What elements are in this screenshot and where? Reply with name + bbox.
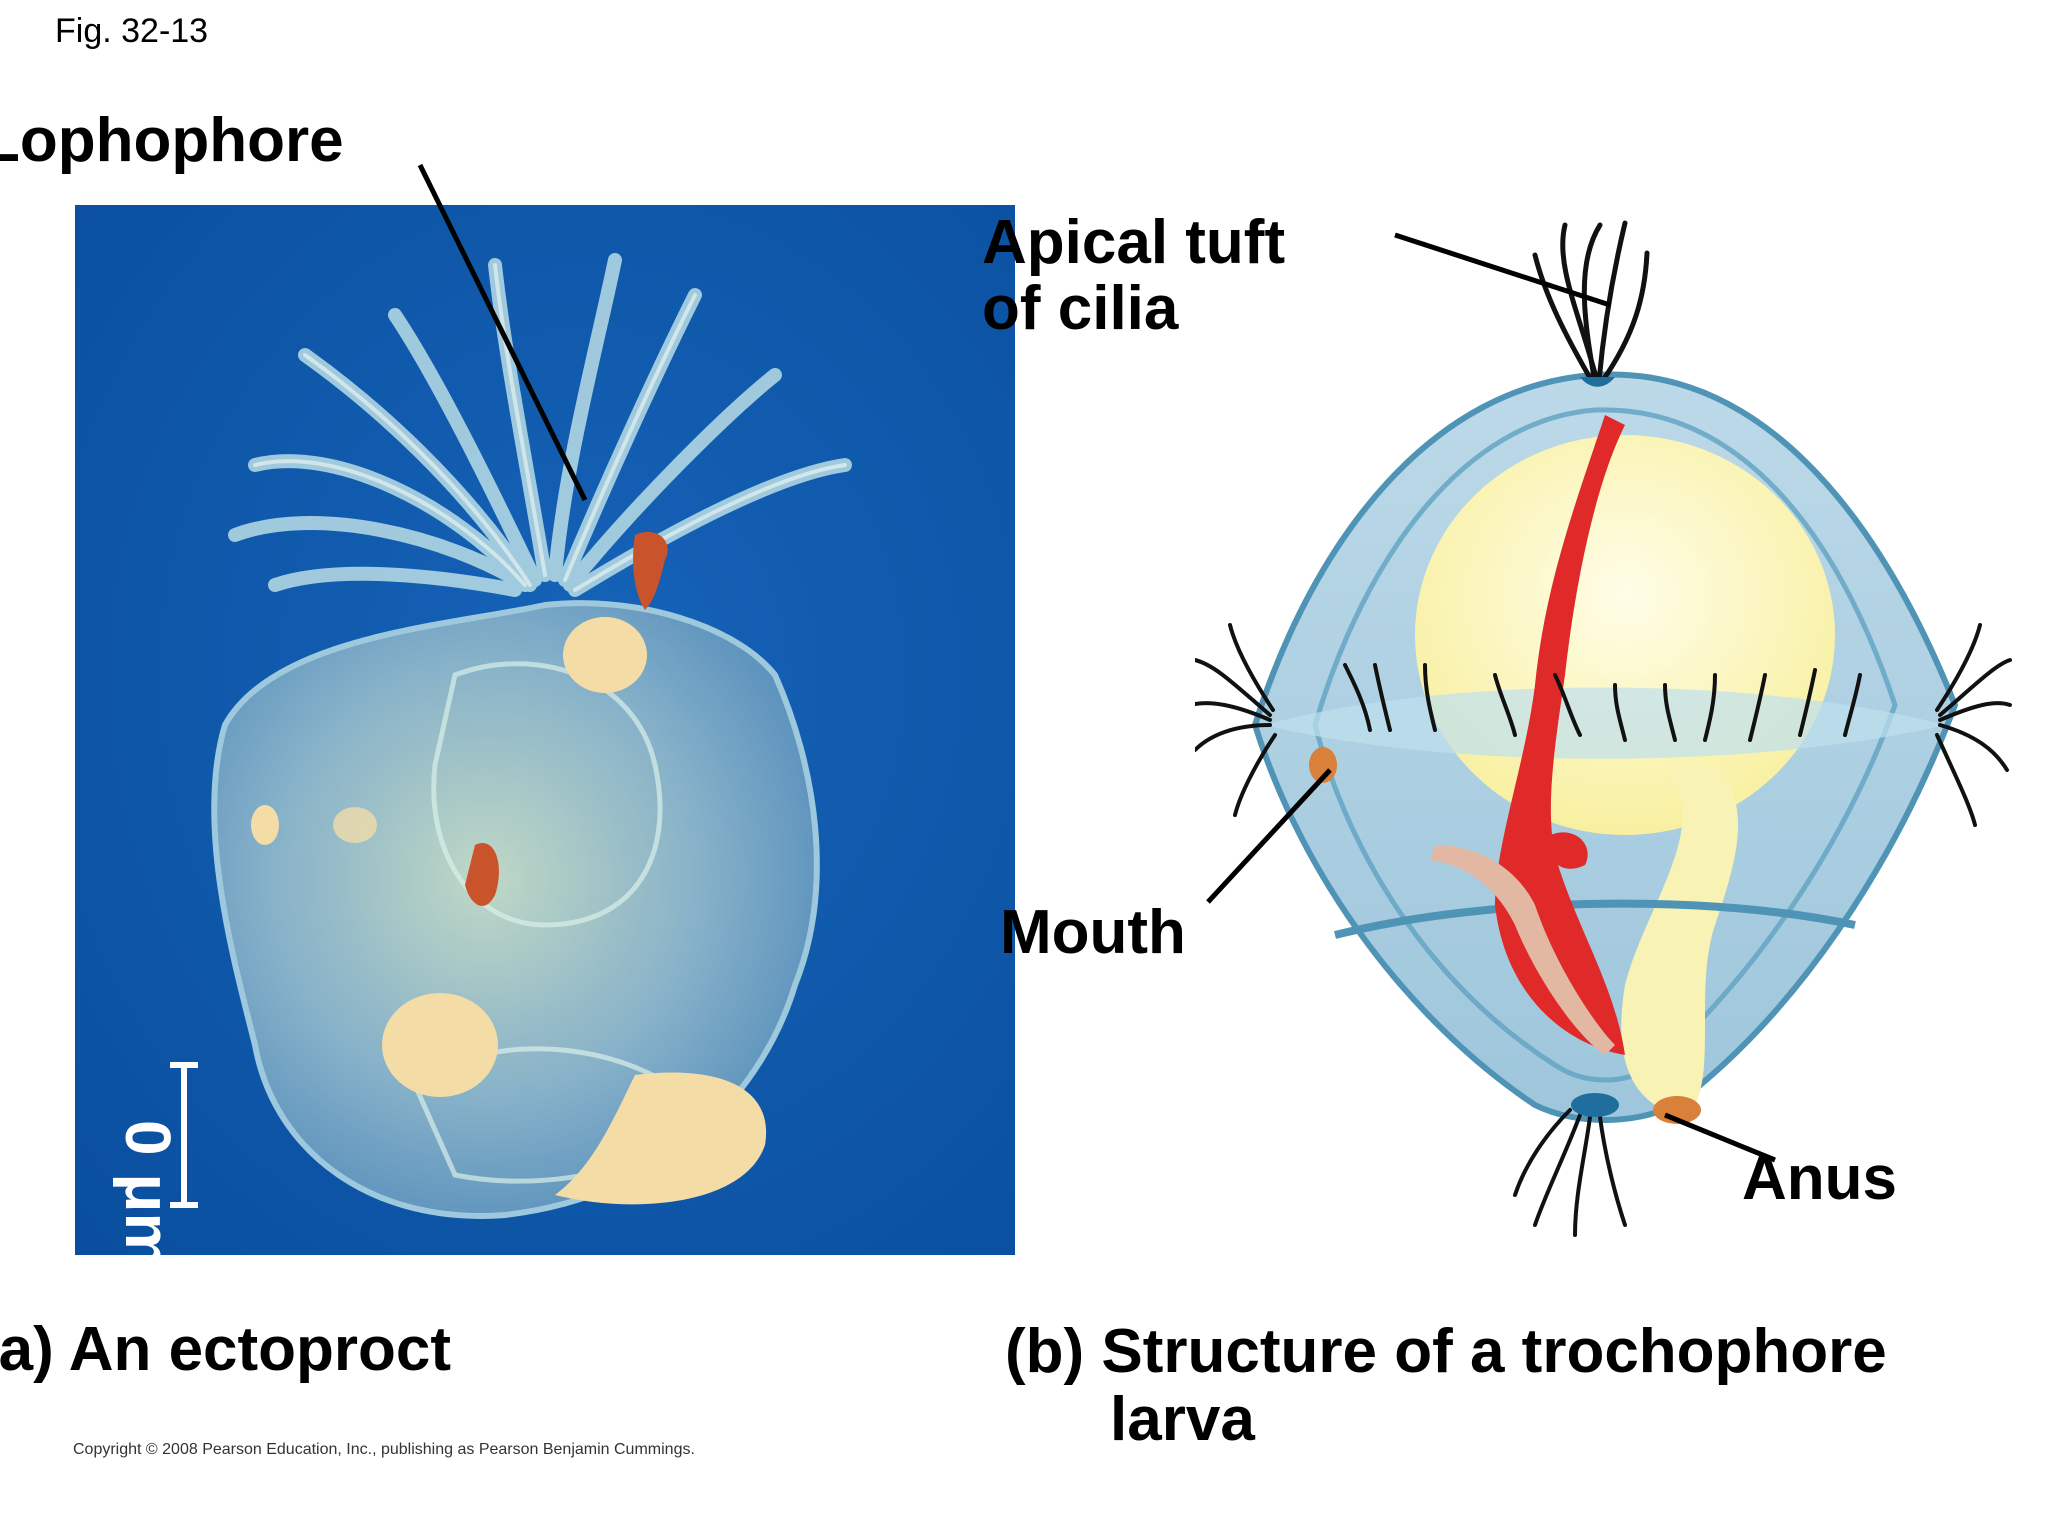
apical-tuft-label-line1: Apical tuft: [982, 208, 1286, 277]
telotroch-cilia: [1513, 1108, 1627, 1237]
mouth-label: Mouth: [1000, 898, 1186, 967]
pigment-spot-upper: [633, 531, 668, 610]
caption-b-line2: larva: [1110, 1385, 1255, 1454]
trochophore-diagram: [1188, 205, 2015, 1265]
anus-orifice: [1653, 1096, 1701, 1124]
yolk-mass-lower: [382, 993, 498, 1097]
yolk-mass-posterior: [555, 1072, 767, 1205]
caption-b-line1: (b) Structure of a trochophore: [1005, 1317, 1887, 1386]
anus-label: Anus: [1742, 1144, 1897, 1213]
mouth-orifice: [1309, 747, 1337, 783]
lophophore-label: Lophophore: [0, 106, 344, 175]
intestine: [1621, 765, 1739, 1105]
caption-a: (a) An ectoproct: [0, 1315, 452, 1384]
apical-tuft-cilia: [1532, 220, 1650, 386]
stomach: [1415, 435, 1835, 835]
ectoproct-photo: [75, 205, 1015, 1255]
ectoproct-body: [211, 600, 820, 1219]
scale-bar-label: 0 μm: [112, 1120, 184, 1270]
copyright-notice: Copyright © 2008 Pearson Education, Inc.…: [73, 1441, 695, 1458]
yolk-mass-upper: [563, 617, 647, 693]
scale-bar: [170, 1062, 198, 1208]
apical-tuft-label-line2: of cilia: [982, 274, 1179, 343]
blue-orifice: [1571, 1093, 1619, 1117]
prototroch-cilia: [1188, 623, 2012, 827]
trochophore-illustration: [1188, 220, 2012, 1237]
esophagus: [1430, 845, 1615, 1055]
figure-number: Fig. 32-13: [55, 12, 209, 50]
ectoproct-illustration: [75, 205, 1015, 1255]
pigment-spot-lower: [465, 843, 499, 906]
